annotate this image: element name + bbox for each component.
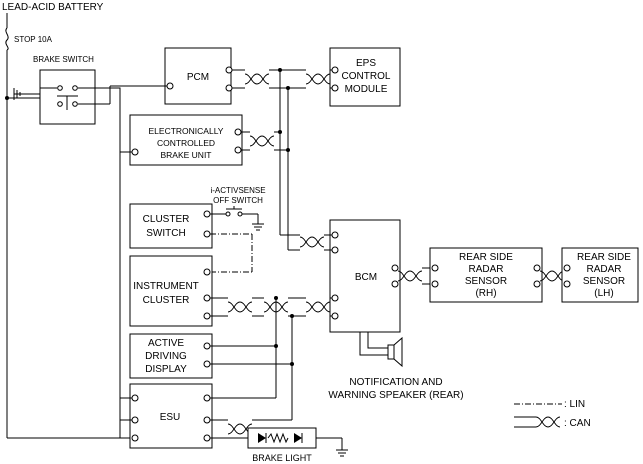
brake-unit-module: ELECTRONICALLY CONTROLLED BRAKE UNIT [120, 114, 243, 166]
brake-switch: BRAKE SWITCH [7, 55, 121, 438]
add-line2: DRIVING [145, 351, 187, 362]
can-line-sample [514, 416, 561, 428]
radar-rh-line2: RADAR [468, 264, 503, 275]
bcm-module: BCM [329, 219, 401, 333]
radar-rh-line3: SENSOR [465, 276, 507, 287]
add-line1: ACTIVE [148, 338, 184, 349]
legend: : LIN : CAN [514, 399, 591, 429]
fuse-icon [5, 27, 9, 51]
instrument-cluster-line1: INSTRUMENT [133, 281, 199, 292]
radar-lh-module: REAR SIDE RADAR SENSOR (LH) [561, 247, 639, 303]
radar-rh-line1: REAR SIDE [459, 252, 513, 263]
eps-line2: CONTROL [342, 71, 391, 82]
eps-line3: MODULE [345, 84, 388, 95]
esu-module: ESU [119, 152, 213, 449]
esu-label: ESU [160, 412, 181, 423]
speaker: NOTIFICATION AND WARNING SPEAKER (REAR) [328, 332, 464, 401]
fuse-label: STOP 10A [14, 35, 53, 44]
eps-module: EPS CONTROL MODULE [329, 47, 401, 107]
cluster-switch-module: CLUSTER SWITCH [129, 203, 253, 273]
instrument-cluster-line2: CLUSTER [143, 295, 190, 306]
legend-can: : CAN [564, 418, 591, 429]
radar-rh-module: REAR SIDE RADAR SENSOR (RH) [429, 247, 543, 303]
iactivsense-line2: OFF SWITCH [213, 196, 263, 205]
ebcu-line1: ELECTRONICALLY [149, 126, 224, 136]
iactivsense-switch: i-ACTIVSENSE OFF SWITCH [210, 186, 266, 231]
speaker-line1: NOTIFICATION AND [349, 377, 442, 388]
iactivsense-line1: i-ACTIVSENSE [210, 186, 265, 195]
battery-label: LEAD-ACID BATTERY [2, 2, 104, 13]
ebcu-line3: BRAKE UNIT [160, 150, 211, 160]
brake-switch-label: BRAKE SWITCH [33, 55, 94, 64]
pcm-module: PCM [110, 47, 233, 105]
cluster-switch-line2: SWITCH [146, 228, 185, 239]
radar-lh-line4: (LH) [594, 288, 613, 299]
pcm-label: PCM [187, 72, 209, 83]
bcm-label: BCM [355, 272, 377, 283]
add-line3: DISPLAY [145, 364, 187, 375]
radar-lh-line2: RADAR [586, 264, 621, 275]
instrument-cluster-module: INSTRUMENT CLUSTER [129, 255, 213, 327]
cluster-switch-line1: CLUSTER [143, 214, 190, 225]
radar-rh-line4: (RH) [475, 288, 496, 299]
speaker-line2: WARNING SPEAKER (REAR) [328, 390, 463, 401]
brake-light-label: BRAKE LIGHT [252, 453, 312, 463]
radar-lh-line3: SENSOR [583, 276, 625, 287]
active-driving-display-module: ACTIVE DRIVING DISPLAY [129, 333, 213, 379]
ebcu-line2: CONTROLLED [157, 138, 215, 148]
legend-lin: : LIN [564, 399, 585, 410]
brake-light: BRAKE LIGHT [247, 427, 348, 463]
radar-lh-line1: REAR SIDE [577, 252, 631, 263]
eps-line1: EPS [356, 58, 376, 69]
